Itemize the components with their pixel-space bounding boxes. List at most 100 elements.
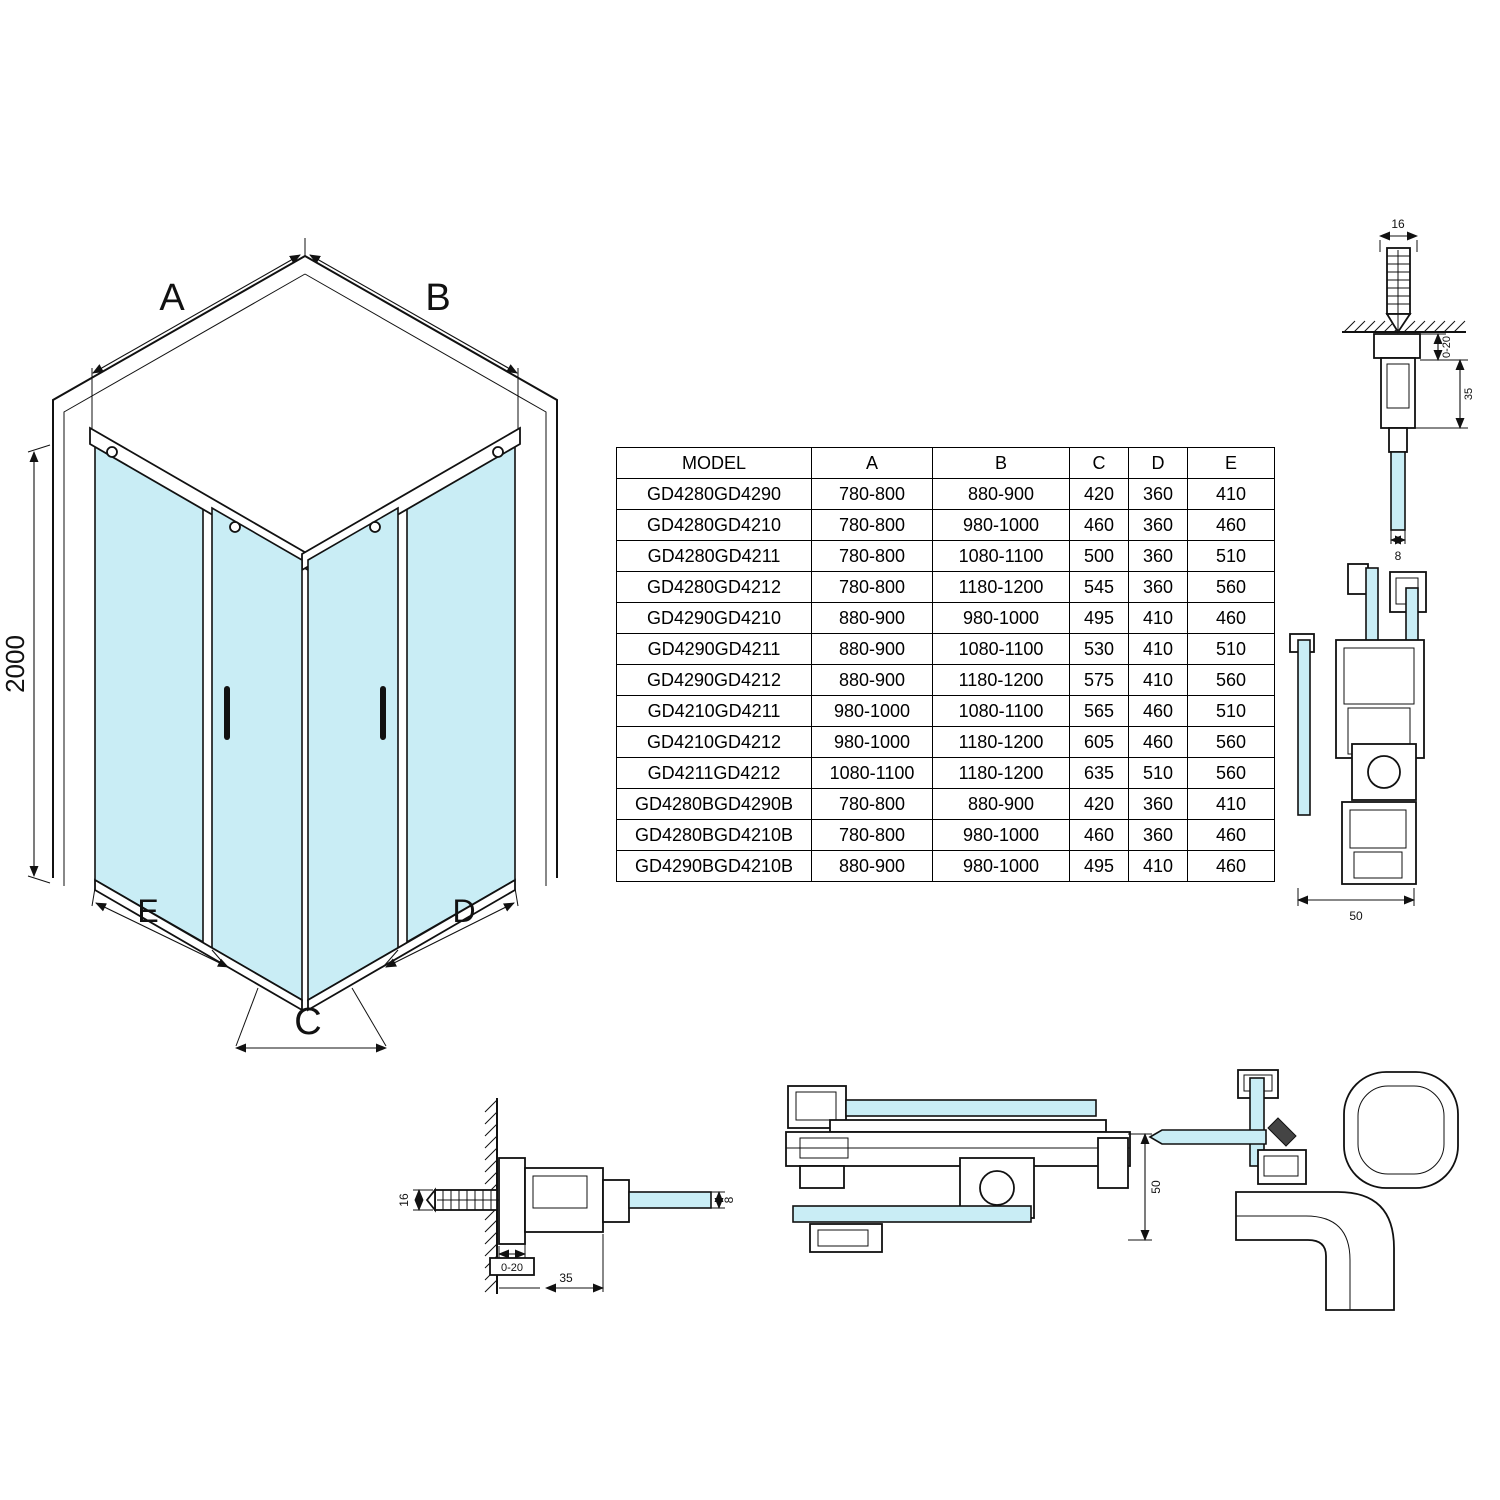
table-cell-c: 495 [1069, 850, 1129, 882]
table-cell-model: GD4280BGD4210B [616, 819, 812, 851]
table-cell-e: 560 [1187, 757, 1275, 789]
table-cell-e: 410 [1187, 788, 1275, 820]
table-cell-d: 360 [1128, 788, 1188, 820]
table-cell-c: 635 [1069, 757, 1129, 789]
horizontal-glass-section [1148, 1129, 1267, 1145]
table-cell-c: 460 [1069, 819, 1129, 851]
table-cell-c: 495 [1069, 602, 1129, 634]
table-cell-b: 880-900 [932, 788, 1070, 820]
table-cell-model: GD4290BGD4210B [616, 850, 812, 882]
door-handle [380, 686, 386, 740]
roller-icon [229, 521, 241, 533]
table-cell-c: 420 [1069, 478, 1129, 510]
profile-bracket [498, 1157, 526, 1245]
profile-body [1380, 357, 1416, 429]
rail-profile-body [785, 1131, 1131, 1167]
col-header-d: D [1128, 447, 1188, 479]
dim-label-35: 35 [559, 1271, 573, 1285]
table-cell-b: 980-1000 [932, 602, 1070, 634]
dim-label-0-20: 0-20 [501, 1262, 523, 1274]
table-cell-d: 460 [1128, 695, 1188, 727]
table-cell-a: 780-800 [811, 540, 933, 572]
dim-label-16: 16 [1391, 217, 1405, 231]
table-cell-d: 510 [1128, 757, 1188, 789]
roller-icon [369, 521, 381, 533]
dim-label-8: 8 [1395, 549, 1402, 563]
dim-label-d: D [452, 893, 475, 929]
table-cell-c: 605 [1069, 726, 1129, 758]
table-cell-a: 880-900 [811, 850, 933, 882]
dim-label-a: A [159, 277, 185, 319]
table-cell-e: 510 [1187, 540, 1275, 572]
table-cell-model: GD4290GD4210 [616, 602, 812, 634]
table-cell-a: 880-900 [811, 633, 933, 665]
table-cell-b: 880-900 [932, 478, 1070, 510]
table-cell-e: 460 [1187, 602, 1275, 634]
isometric-enclosure-drawing: A B 2000 E D C [0, 238, 558, 1053]
table-cell-e: 560 [1187, 664, 1275, 696]
table-cell-a: 780-800 [811, 819, 933, 851]
dim-label-c: C [294, 1001, 321, 1043]
table-cell-c: 565 [1069, 695, 1129, 727]
dim-line-e [95, 902, 229, 968]
glass-clamp [1388, 427, 1408, 453]
glass-panel-section [628, 1191, 712, 1209]
profile-body [524, 1167, 604, 1233]
table-cell-b: 980-1000 [932, 509, 1070, 541]
door-mechanism-section-bottom: 50 [785, 1085, 1163, 1253]
table-cell-e: 560 [1187, 571, 1275, 603]
dim-label-0-20: 0-20 [1441, 336, 1453, 358]
table-cell-a: 1080-1100 [811, 757, 933, 789]
lower-profile-body [1341, 801, 1417, 885]
dim-label-50: 50 [1349, 909, 1363, 923]
table-cell-d: 410 [1128, 633, 1188, 665]
dim-label-8: 8 [722, 1196, 736, 1203]
table-cell-e: 510 [1187, 633, 1275, 665]
table-cell-b: 1180-1200 [932, 726, 1070, 758]
table-cell-b: 1180-1200 [932, 571, 1070, 603]
table-cell-model: GD4210GD4211 [616, 695, 812, 727]
table-cell-e: 460 [1187, 850, 1275, 882]
table-cell-a: 980-1000 [811, 726, 933, 758]
col-header-a: A [811, 447, 933, 479]
table-cell-b: 1080-1100 [932, 540, 1070, 572]
glass-clamp [602, 1179, 630, 1223]
dim-label-35: 35 [1463, 388, 1475, 400]
dim-label-50: 50 [1149, 1180, 1163, 1194]
col-header-c: C [1069, 447, 1129, 479]
table-cell-model: GD4290GD4211 [616, 633, 812, 665]
col-header-b: B [932, 447, 1070, 479]
table-cell-c: 575 [1069, 664, 1129, 696]
table-cell-c: 460 [1069, 509, 1129, 541]
side-glass-section [1297, 639, 1311, 816]
right-sliding-door [307, 506, 399, 1002]
table-cell-d: 360 [1128, 509, 1188, 541]
table-cell-model: GD4210GD4212 [616, 726, 812, 758]
table-cell-model: GD4280GD4212 [616, 571, 812, 603]
corner-post-outer [1343, 1071, 1459, 1189]
door-mechanism-section-right: 50 [1289, 563, 1427, 923]
table-cell-a: 880-900 [811, 664, 933, 696]
dim-line-b [309, 254, 518, 374]
table-cell-a: 780-800 [811, 478, 933, 510]
table-cell-e: 510 [1187, 695, 1275, 727]
table-cell-c: 500 [1069, 540, 1129, 572]
dim-label-16: 16 [397, 1193, 411, 1207]
dim-label-e: E [137, 893, 158, 929]
dim-line-d [385, 902, 515, 968]
fixed-glass-section [792, 1205, 1032, 1223]
table-cell-model: GD4280GD4211 [616, 540, 812, 572]
